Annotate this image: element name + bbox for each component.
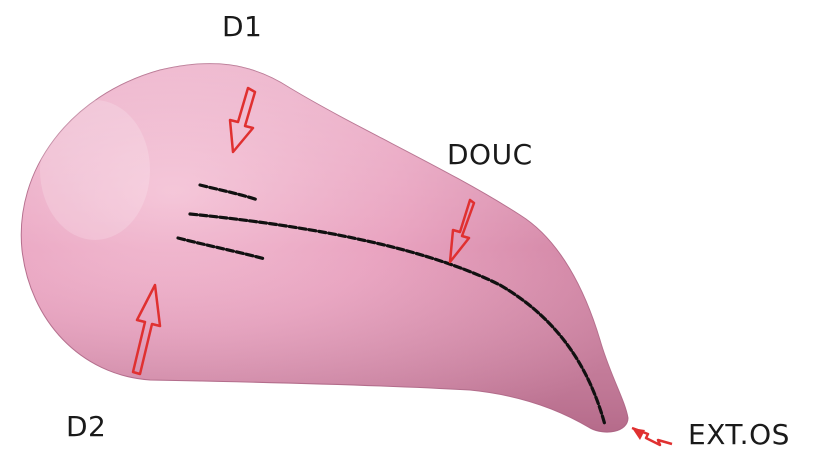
label-d2: D2: [66, 410, 106, 443]
label-douc: DOUC: [447, 138, 533, 171]
body-highlight: [40, 100, 150, 240]
ext-os-arrow: [632, 428, 672, 445]
label-d1: D1: [222, 10, 262, 43]
label-ext-os: EXT.OS: [688, 418, 790, 451]
